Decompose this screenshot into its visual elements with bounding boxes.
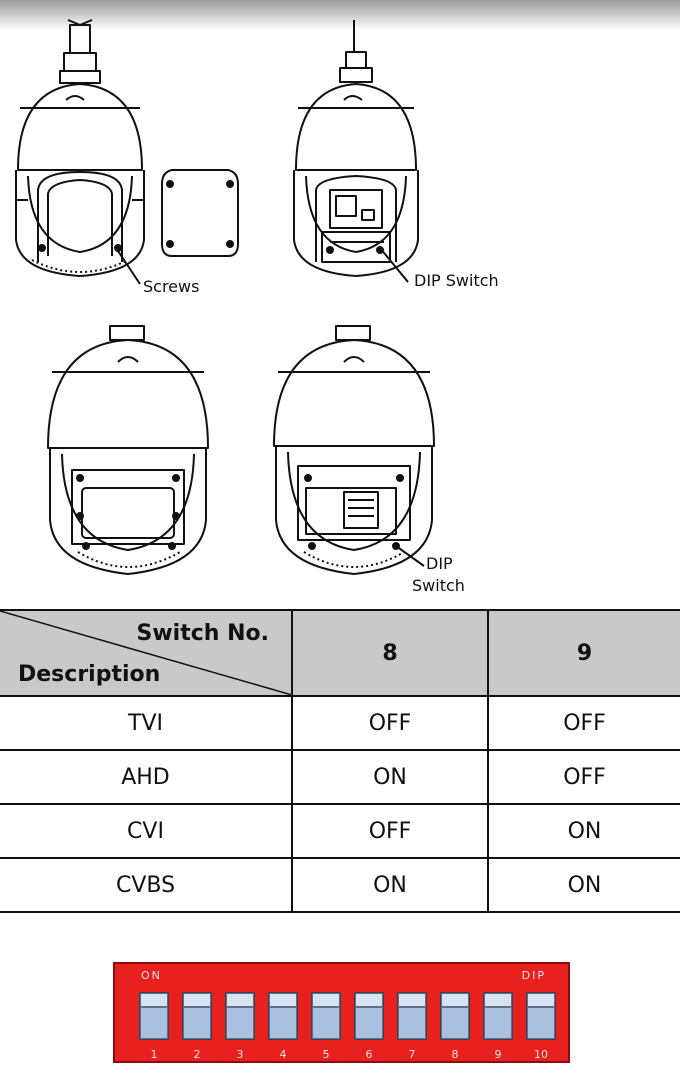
dip-toggle-knob <box>184 1008 210 1038</box>
dip-number-label: 5 <box>322 1048 330 1061</box>
row-description: AHD <box>0 749 293 805</box>
camera-diagram <box>15 19 435 575</box>
header-description: Description <box>18 662 161 687</box>
dip-toggle-5[interactable] <box>311 992 341 1040</box>
dip-toggle-knob <box>270 1008 296 1038</box>
callout-dip-switch-top: DIP Switch <box>414 271 499 290</box>
table-row: CVBS ON ON <box>0 857 680 913</box>
dip-toggle-2[interactable] <box>182 992 212 1040</box>
dip-toggle-knob <box>313 1008 339 1038</box>
dip-toggle-top <box>442 994 468 1006</box>
removed-cover <box>161 169 239 257</box>
dip-toggle-knob <box>141 1008 167 1038</box>
header-switch-8: 8 <box>292 609 489 697</box>
camera-top-right <box>293 20 419 283</box>
dip-toggle-top <box>227 994 253 1006</box>
dip-toggle-6[interactable] <box>354 992 384 1040</box>
dip-toggle-1[interactable] <box>139 992 169 1040</box>
dip-switch-block: ON DIP 1 2 3 4 5 6 7 8 9 10 <box>113 962 570 1063</box>
dip-number-label: 3 <box>236 1048 244 1061</box>
dip-number-label: 4 <box>279 1048 287 1061</box>
row-switch-8-value: OFF <box>292 695 489 751</box>
dip-toggle-3[interactable] <box>225 992 255 1040</box>
dip-toggle-10[interactable] <box>526 992 556 1040</box>
dip-number-label: 10 <box>534 1048 548 1061</box>
row-switch-8-value: ON <box>292 857 489 913</box>
dip-number-label: 1 <box>150 1048 158 1061</box>
header-switch-9: 9 <box>488 609 680 697</box>
table-row: AHD ON OFF <box>0 749 680 805</box>
dip-toggle-7[interactable] <box>397 992 427 1040</box>
dip-toggle-top <box>528 994 554 1006</box>
camera-top-left <box>15 19 145 285</box>
dip-toggle-4[interactable] <box>268 992 298 1040</box>
dip-toggle-knob <box>356 1008 382 1038</box>
dip-number-label: 8 <box>451 1048 459 1061</box>
row-description: TVI <box>0 695 293 751</box>
camera-bottom-right <box>273 325 435 575</box>
dip-toggle-top <box>270 994 296 1006</box>
dip-toggle-knob <box>442 1008 468 1038</box>
dip-toggle-8[interactable] <box>440 992 470 1040</box>
dip-toggle-knob <box>227 1008 253 1038</box>
table-header-row: Switch No. Description 8 9 <box>0 609 680 697</box>
dip-brand-label: DIP <box>521 969 546 982</box>
table-corner-header: Switch No. Description <box>0 609 293 697</box>
row-switch-9-value: OFF <box>488 695 680 751</box>
dip-setting-table: Switch No. Description 8 9 TVI OFF OFF A… <box>0 609 680 913</box>
callout-screws: Screws <box>143 277 200 296</box>
row-switch-9-value: OFF <box>488 749 680 805</box>
row-description: CVBS <box>0 857 293 913</box>
camera-bottom-left <box>47 325 209 575</box>
row-switch-9-value: ON <box>488 803 680 859</box>
dip-on-label: ON <box>141 969 162 982</box>
row-switch-8-value: ON <box>292 749 489 805</box>
callout-dip-switch-bottom-1: DIP <box>426 554 453 573</box>
dip-number-label: 9 <box>494 1048 502 1061</box>
dip-toggle-top <box>485 994 511 1006</box>
dip-number-label: 6 <box>365 1048 373 1061</box>
row-switch-9-value: ON <box>488 857 680 913</box>
dip-number-label: 7 <box>408 1048 416 1061</box>
diagonal-divider <box>0 611 292 695</box>
dip-toggle-knob <box>399 1008 425 1038</box>
dip-number-label: 2 <box>193 1048 201 1061</box>
header-switch-no: Switch No. <box>136 621 269 646</box>
row-description: CVI <box>0 803 293 859</box>
callout-dip-switch-bottom-2: Switch <box>412 576 465 595</box>
dip-toggle-top <box>141 994 167 1006</box>
table-row: CVI OFF ON <box>0 803 680 859</box>
dip-toggle-top <box>313 994 339 1006</box>
dip-toggle-top <box>356 994 382 1006</box>
dip-toggle-knob <box>528 1008 554 1038</box>
dip-toggle-top <box>184 994 210 1006</box>
dip-toggle-9[interactable] <box>483 992 513 1040</box>
dip-toggle-knob <box>485 1008 511 1038</box>
top-shadow <box>0 0 680 30</box>
dip-toggle-top <box>399 994 425 1006</box>
row-switch-8-value: OFF <box>292 803 489 859</box>
table-row: TVI OFF OFF <box>0 695 680 751</box>
